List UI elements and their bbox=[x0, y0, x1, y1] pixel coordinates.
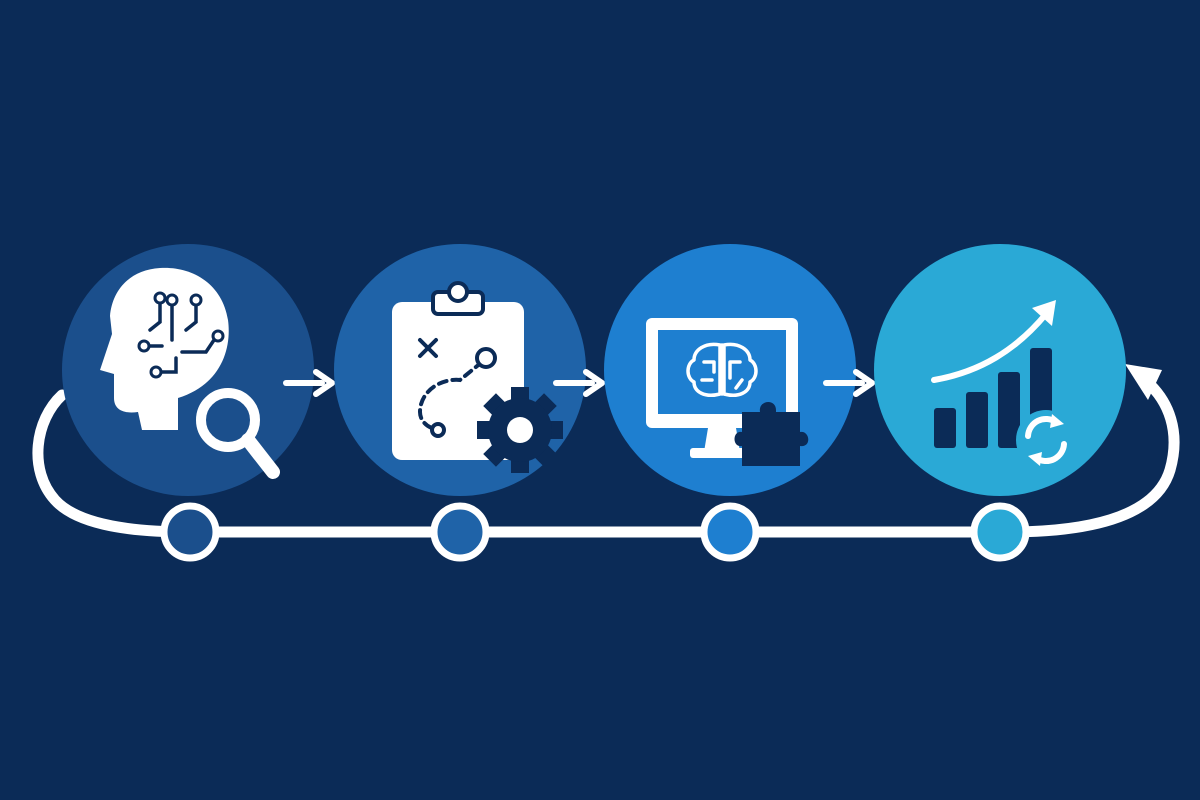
timeline-node-3 bbox=[700, 502, 760, 562]
loop-arrowhead-icon bbox=[1125, 364, 1162, 400]
stage-3 bbox=[604, 244, 856, 496]
stage-1 bbox=[62, 244, 314, 496]
timeline-node-1 bbox=[160, 502, 220, 562]
stage-2 bbox=[334, 244, 586, 496]
growth-chart-cycle-icon bbox=[931, 300, 1076, 470]
stage-4 bbox=[874, 244, 1126, 496]
clipboard-plan-gear-icon bbox=[392, 281, 563, 473]
monitor-brain-puzzle-icon bbox=[646, 318, 809, 466]
arrow-right-icon bbox=[553, 369, 605, 397]
timeline-node-4 bbox=[970, 502, 1030, 562]
head-circuit-magnifier-icon bbox=[100, 267, 280, 479]
timeline-node-2 bbox=[430, 502, 490, 562]
arrow-right-icon bbox=[283, 369, 335, 397]
arrow-right-icon bbox=[823, 369, 875, 397]
timeline-nodes bbox=[160, 502, 1030, 562]
stage-4-circle bbox=[874, 244, 1126, 496]
